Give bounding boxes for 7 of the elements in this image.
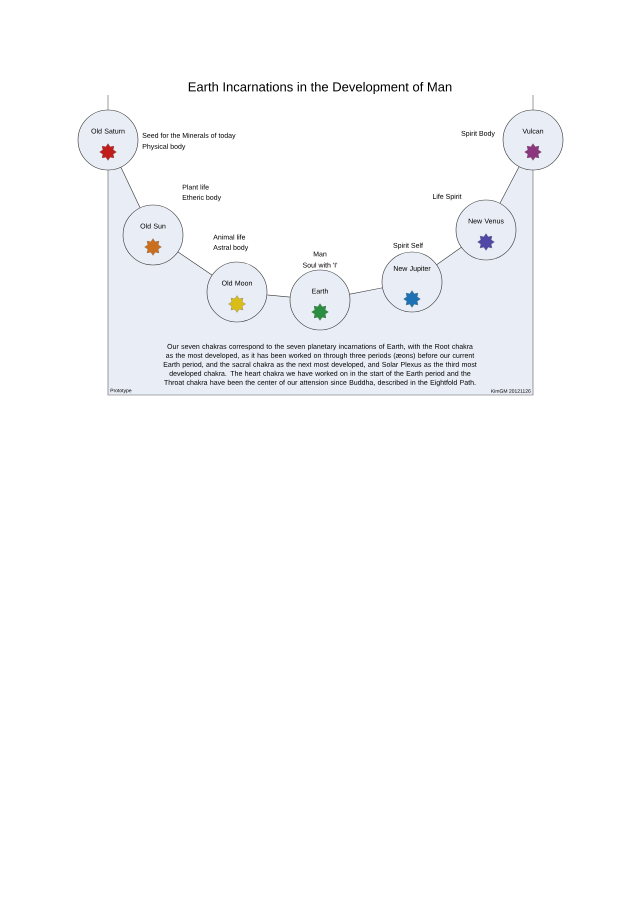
connector-line: [266, 294, 290, 298]
title: Earth Incarnations in the Development of Man: [188, 82, 452, 94]
connector-line: [500, 166, 520, 204]
connector-line: [120, 167, 140, 208]
connector-line: [178, 252, 212, 276]
connector-line: [349, 288, 383, 294]
connector-line: [436, 247, 462, 265]
